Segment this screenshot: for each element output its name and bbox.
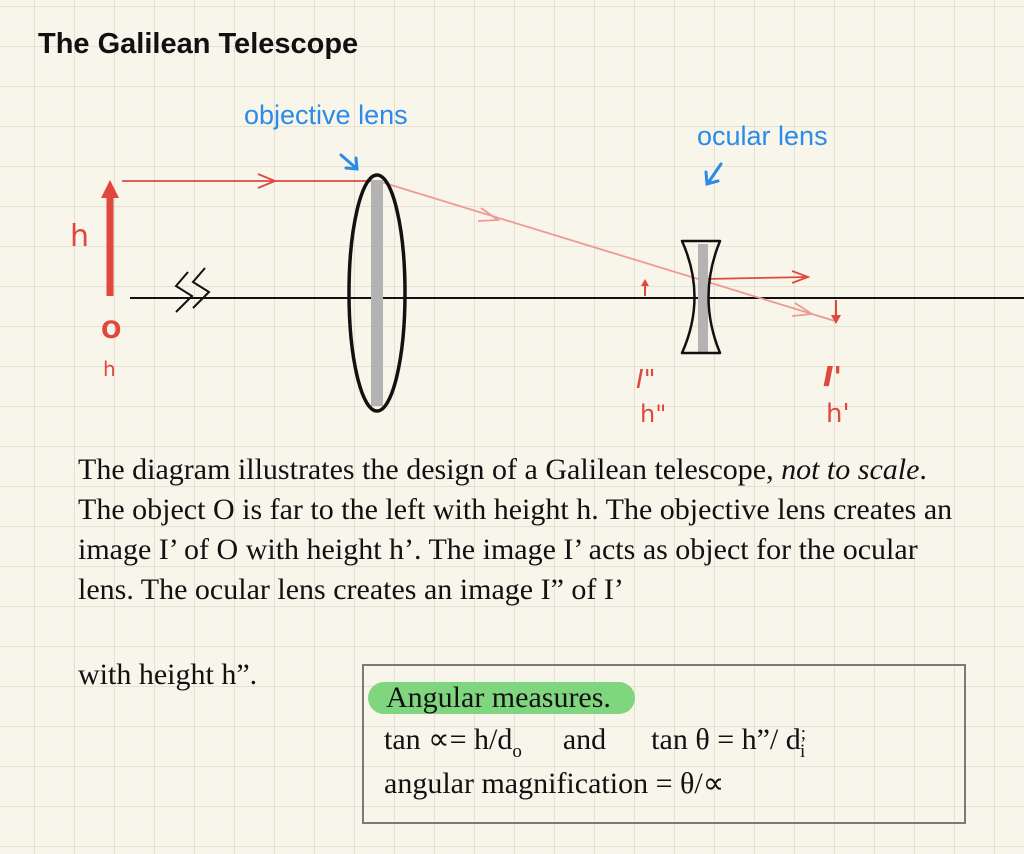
description-paragraph: The diagram illustrates the design of a … [78,450,968,610]
angular-measures-box: Angular measures. tan ∝= h/do and tan θ … [362,664,966,824]
description-emphasis: not to scale [781,453,920,486]
tan-alpha-subscript: o [512,741,522,762]
image-prime-label: I' [823,360,842,393]
angular-magnification-line: angular magnification = θ/∝ [384,767,725,800]
refracted-ray [377,180,836,322]
ocular-lens-label: ocular lens [697,121,828,151]
page-title: The Galilean Telescope [38,28,359,60]
object-arrow [101,180,119,296]
angular-measures-heading: Angular measures. [368,682,635,714]
image-prime-arrow [831,300,841,324]
description-text-1: The diagram illustrates the design of a … [78,453,782,486]
tan-alpha-formula: tan ∝= h/d [384,723,513,756]
tan-theta-formula: tan θ = h”/ d [651,723,801,756]
incoming-ray [122,173,378,189]
objective-pointer-arrow [339,153,359,171]
image-double-prime-height-label: h" [640,400,666,428]
image-double-prime-label: I" [636,365,656,395]
description-text-2: . The object O is far to the left with h… [78,453,953,606]
axis-break-mark [174,267,211,313]
description-tail: with height h”. [78,658,258,691]
object-height-label: h [70,219,89,254]
objective-lens-label: objective lens [244,100,408,130]
tan-formulas-line: tan ∝= h/do and tan θ = h”/ d;i [384,722,807,763]
objective-lens [347,173,407,413]
and-word: and [562,723,607,756]
image-double-prime-arrow [641,279,649,296]
tan-theta-subscript: i [800,741,806,762]
emerging-ray [704,270,811,284]
ocular-pointer-arrow [704,162,723,186]
telescope-diagram: h O h I" h" I' h' [70,153,1024,429]
object-height-lower-label: h [103,357,116,381]
tan-theta-superscript: ; [800,723,807,744]
object-label: O [101,316,121,344]
ocular-lens [680,239,722,355]
image-prime-height-label: h' [826,399,850,429]
